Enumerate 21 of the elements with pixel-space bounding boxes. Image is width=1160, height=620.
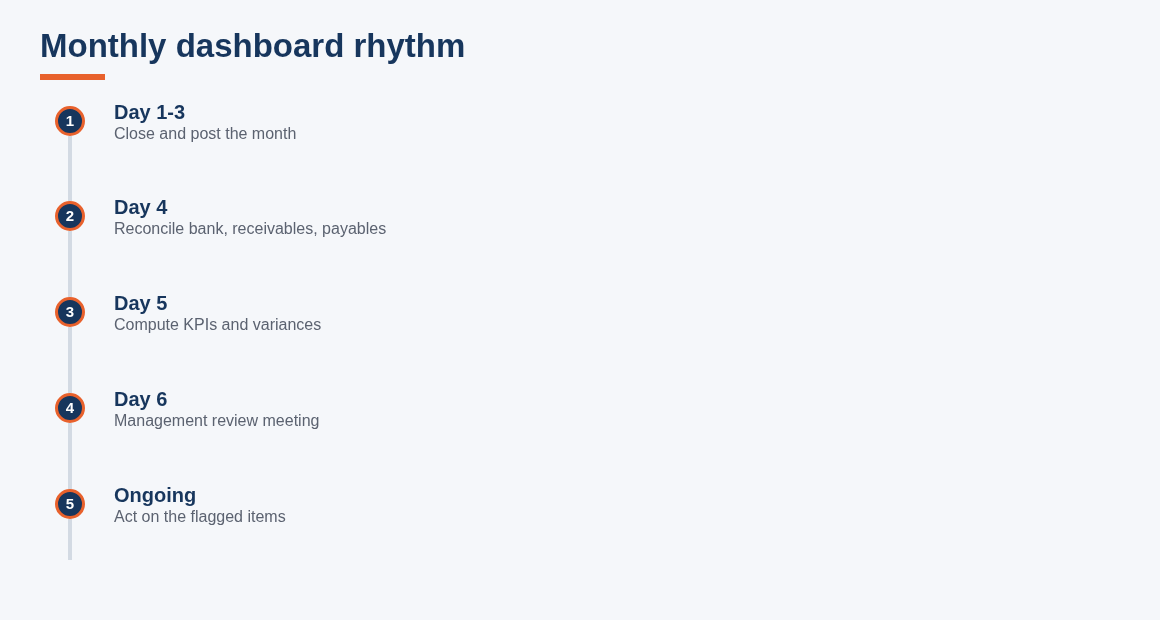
step-heading: Day 1-3 — [114, 101, 186, 123]
step-number: 4 — [55, 393, 85, 423]
step-number: 1 — [55, 106, 85, 136]
title: Monthly dashboard rhythm — [40, 26, 466, 66]
step-description: Act on the flagged items — [114, 508, 286, 526]
step-description: Reconcile bank, receivables, payables — [114, 220, 387, 238]
timeline-connector — [68, 136, 72, 201]
step-number: 3 — [55, 297, 85, 327]
timeline-connector — [68, 423, 72, 489]
step-description: Close and post the month — [114, 125, 297, 143]
step-heading: Day 6 — [114, 388, 168, 410]
step-number: 2 — [55, 201, 85, 231]
timeline-connector — [68, 519, 72, 560]
step-description: Management review meeting — [114, 412, 320, 430]
step-number: 5 — [55, 489, 85, 519]
step-description: Compute KPIs and variances — [114, 316, 322, 334]
timeline-connector — [68, 327, 72, 393]
step-heading: Day 4 — [114, 196, 168, 218]
timeline-connector — [68, 231, 72, 297]
step-heading: Day 5 — [114, 292, 168, 314]
step-heading: Ongoing — [114, 484, 197, 506]
